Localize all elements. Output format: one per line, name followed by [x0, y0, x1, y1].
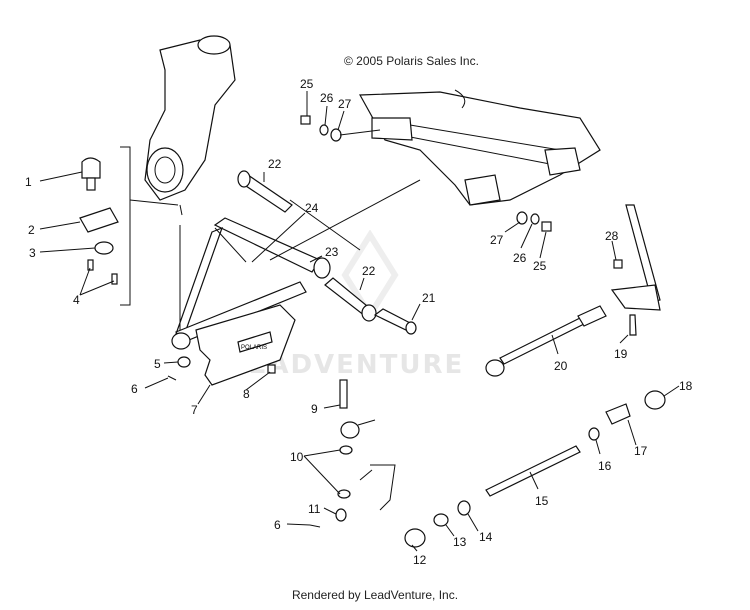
frame-bolt-lower: [516, 211, 552, 232]
callout-16: 16: [598, 459, 612, 473]
callout-3: 3: [29, 246, 36, 260]
cap: [94, 241, 114, 255]
bushing-lower: [324, 277, 377, 322]
tie-rod-upper: [485, 305, 607, 377]
callout-1: 1: [25, 175, 32, 189]
frame-assembly: [359, 89, 601, 206]
steering-post: [610, 204, 661, 311]
callout-4: 4: [73, 293, 80, 307]
callout-19: 19: [614, 347, 628, 361]
shock-mount: [335, 379, 396, 522]
callout-17: 17: [634, 444, 648, 458]
footer-text: Rendered by LeadVenture, Inc.: [291, 588, 459, 602]
copyright-text: © 2005 Polaris Sales Inc.: [344, 54, 479, 68]
callout-leaders: [39, 91, 680, 552]
callout-15: 15: [535, 494, 549, 508]
callout-20: 20: [554, 359, 568, 373]
callout-27a: 27: [338, 97, 352, 111]
callout-21: 21: [422, 291, 436, 305]
skid-bolt: [267, 364, 276, 374]
callout-10: 10: [290, 450, 304, 464]
callout-18: 18: [679, 379, 693, 393]
steering-knuckle: [144, 35, 236, 216]
steering-bolt: [629, 314, 637, 336]
callout-bracket: [120, 146, 131, 306]
callout-8: 8: [243, 387, 250, 401]
callout-labels: 1 2 3 4 5 6 7 8 9 10 11 6 12 13 14 15 16…: [25, 77, 693, 567]
callout-27b: 27: [490, 233, 504, 247]
cotter-pin: [167, 375, 177, 381]
callout-22a: 22: [268, 157, 282, 171]
callout-22b: 22: [362, 264, 376, 278]
callout-26a: 26: [320, 91, 334, 105]
rod-ends-left: [404, 500, 471, 548]
callout-6b: 6: [274, 518, 281, 532]
rod-ends-right: [588, 390, 666, 441]
cotter-pin: [309, 524, 321, 528]
callout-25b: 25: [533, 259, 547, 273]
callout-6: 6: [131, 382, 138, 396]
callout-24: 24: [305, 201, 319, 215]
callout-11: 11: [308, 502, 321, 516]
screws: [87, 259, 118, 285]
tie-rod-lower: [485, 445, 581, 497]
callout-25a: 25: [300, 77, 314, 91]
pivot-tube: [373, 308, 417, 335]
decal-text: POLARIS: [241, 345, 267, 351]
callout-28: 28: [605, 229, 619, 243]
callout-23: 23: [325, 245, 339, 259]
ball-joint-plate: [79, 207, 119, 233]
bushing-upper: [237, 170, 293, 213]
castle-nut: [177, 356, 191, 368]
callout-9: 9: [311, 402, 318, 416]
callout-7: 7: [191, 403, 198, 417]
callout-2: 2: [28, 223, 35, 237]
callout-14: 14: [479, 530, 493, 544]
skid-plate: POLARIS: [195, 304, 296, 386]
callout-13: 13: [453, 535, 467, 549]
callout-5: 5: [154, 357, 161, 371]
ball-joint: [81, 157, 101, 191]
frame-bolt-upper: [300, 115, 342, 142]
callout-12: 12: [413, 553, 427, 567]
callout-26b: 26: [513, 251, 527, 265]
